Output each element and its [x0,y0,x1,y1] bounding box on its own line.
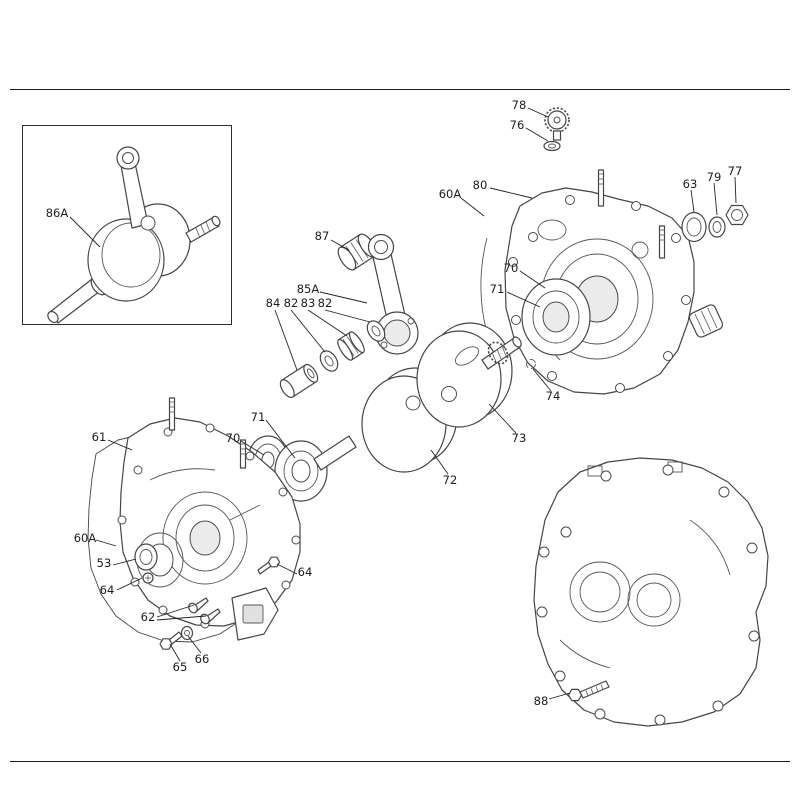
bearing-71-left-drawing [274,440,328,502]
callout-79: 79 [706,170,722,184]
callout-86A: 86A [45,206,69,220]
callout-78: 78 [511,98,527,112]
top-rule [10,89,790,90]
callout-60A-top: 60A [438,187,462,201]
callout-61: 61 [91,430,107,444]
callout-77: 77 [727,164,743,178]
left-crankcase-drawing [117,397,301,641]
nut-77-drawing [725,204,749,226]
callout-62: 62 [140,610,156,624]
callout-70-right: 70 [503,261,519,275]
callout-82-b: 82 [317,296,333,310]
callout-76: 76 [509,118,525,132]
callout-63: 63 [682,177,698,191]
screw-64-left-drawing [142,572,154,584]
thrust-washer-82b-drawing [366,320,386,342]
callout-64-right: 64 [297,565,313,579]
drive-gear-78-drawing [544,107,570,141]
seal-63-drawing [681,211,707,243]
callout-84: 84 [265,296,281,310]
callout-65: 65 [172,660,188,674]
right-crankcase-drawing [480,169,724,395]
washer-79-drawing [708,216,726,238]
callout-66: 66 [194,652,210,666]
callout-85A: 85A [296,282,320,296]
piston-pin-84-drawing [279,363,319,399]
callout-88: 88 [533,694,549,708]
callout-80: 80 [472,178,488,192]
callout-87: 87 [314,229,330,243]
callout-74: 74 [545,389,561,403]
callout-53: 53 [96,556,112,570]
bottom-rule [10,761,790,762]
bolt-64-right-drawing [257,556,281,575]
assembled-crankcase-drawing [533,457,769,727]
leader-lines [69,107,737,700]
callout-73: 73 [511,431,527,445]
washer-66-drawing [180,625,194,641]
callout-82-a: 82 [283,296,299,310]
callout-83: 83 [300,296,316,310]
connecting-rod-85A-drawing [367,233,419,355]
inset-crankshaft-drawing [47,146,221,324]
callout-70-left: 70 [225,431,241,445]
callout-72: 72 [442,473,458,487]
washer-76-drawing [543,140,561,152]
callout-64-left: 64 [99,583,115,597]
inset-box-crankshaft [22,125,232,325]
roller-bearing-83-drawing [337,331,365,361]
clip-74-drawing [526,359,536,369]
callout-71-right: 71 [489,282,505,296]
callout-71-left: 71 [250,410,266,424]
seal-53-drawing [134,543,158,571]
flywheel-73-front [416,330,502,428]
thrust-washer-82a-drawing [319,350,339,372]
bolt-88-drawing [567,680,610,702]
bearing-71-right-drawing [521,278,591,356]
callout-60A-left: 60A [73,531,97,545]
